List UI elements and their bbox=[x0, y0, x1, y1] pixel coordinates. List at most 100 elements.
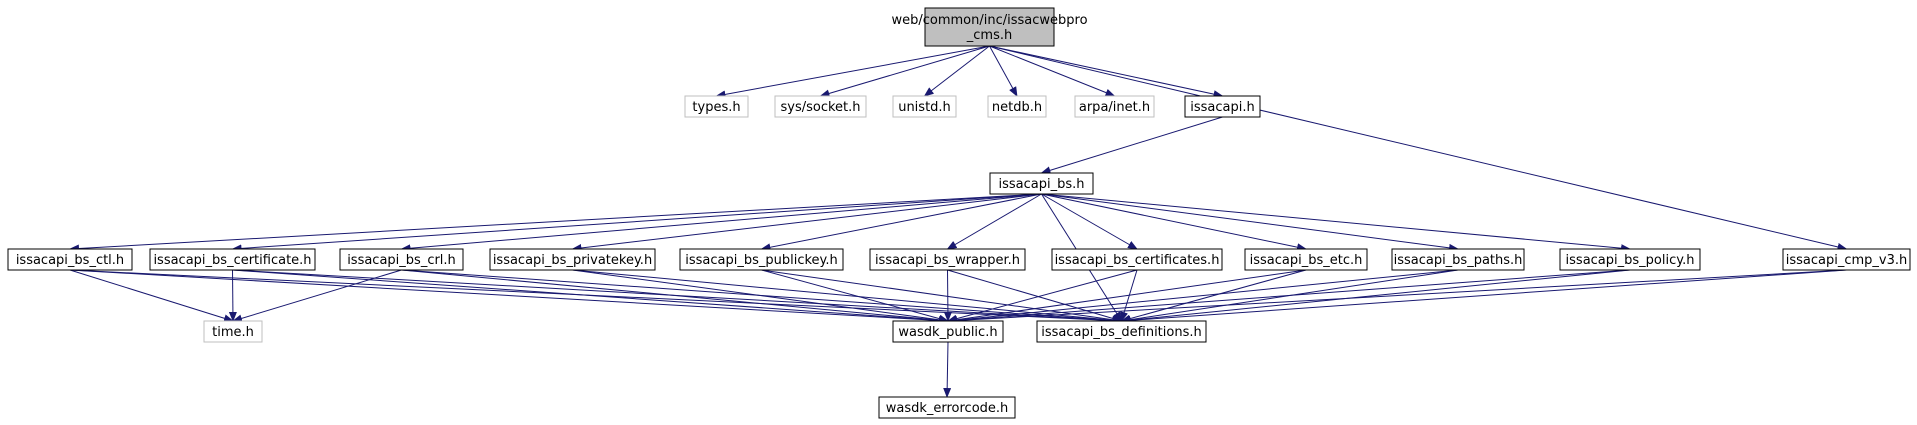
node-label-netdb: netdb.h bbox=[992, 100, 1042, 115]
edge-root-to-netdb bbox=[989, 45, 1018, 97]
node-label-wasdk: wasdk_public.h bbox=[898, 325, 997, 340]
node-label-certs: issacapi_bs_certificates.h bbox=[1055, 253, 1220, 268]
node-box-wasdk bbox=[892, 320, 1004, 343]
node-wrapper[interactable]: issacapi_bs_wrapper.h bbox=[869, 248, 1026, 271]
edge-etc-to-defs bbox=[1120, 269, 1307, 323]
edge-cert-to-time bbox=[228, 269, 237, 322]
node-inet: arpa/inet.h bbox=[1074, 95, 1155, 118]
edge-bs-to-etc bbox=[1041, 193, 1307, 252]
node-label-root-line-1: _cms.h bbox=[966, 28, 1012, 43]
node-box-paths bbox=[1391, 248, 1525, 271]
node-label-ctl: issacapi_bs_ctl.h bbox=[16, 253, 124, 268]
node-label-paths: issacapi_bs_paths.h bbox=[1394, 253, 1523, 268]
node-box-cert bbox=[149, 248, 316, 271]
node-box-ctl bbox=[7, 248, 133, 271]
node-certs[interactable]: issacapi_bs_certificates.h bbox=[1051, 248, 1223, 271]
node-issacapi[interactable]: issacapi.h bbox=[1184, 95, 1261, 118]
edge-crl-to-time bbox=[232, 269, 402, 323]
node-box-issacapi bbox=[1184, 95, 1261, 118]
node-bs[interactable]: issacapi_bs.h bbox=[989, 172, 1094, 195]
node-box-defs bbox=[1036, 320, 1207, 343]
node-box-crl bbox=[339, 248, 464, 271]
node-policy[interactable]: issacapi_bs_policy.h bbox=[1559, 248, 1701, 271]
node-privkey[interactable]: issacapi_bs_privatekey.h bbox=[489, 248, 656, 271]
node-netdb: netdb.h bbox=[987, 95, 1047, 118]
node-label-crl: issacapi_bs_crl.h bbox=[347, 253, 456, 268]
node-box-netdb bbox=[987, 95, 1047, 118]
edge-policy-to-defs bbox=[1120, 269, 1631, 325]
node-label-inet: arpa/inet.h bbox=[1079, 100, 1150, 115]
edge-bs-to-ctl bbox=[69, 193, 1042, 253]
node-label-pubkey: issacapi_bs_publickey.h bbox=[685, 253, 838, 268]
edge-pubkey-to-wasdk bbox=[761, 269, 949, 323]
node-box-unistd bbox=[892, 95, 957, 118]
node-label-wrapper: issacapi_bs_wrapper.h bbox=[875, 253, 1020, 268]
edge-bs-to-cert bbox=[231, 193, 1042, 253]
node-etc[interactable]: issacapi_bs_etc.h bbox=[1244, 248, 1368, 271]
node-box-cmp bbox=[1782, 248, 1911, 271]
edge-wasdk-to-err bbox=[943, 341, 952, 398]
edge-certs-to-wasdk bbox=[947, 269, 1138, 323]
node-box-certs bbox=[1051, 248, 1223, 271]
node-box-root bbox=[924, 7, 1055, 47]
node-box-socket bbox=[774, 95, 867, 118]
node-label-types: types.h bbox=[692, 100, 740, 115]
edge-root-to-socket bbox=[819, 45, 990, 98]
edge-root-to-unistd bbox=[923, 45, 990, 97]
edge-root-to-issacapi bbox=[989, 45, 1224, 99]
node-label-time: time.h bbox=[212, 325, 254, 340]
node-box-inet bbox=[1074, 95, 1155, 118]
node-label-unistd: unistd.h bbox=[898, 100, 951, 115]
node-box-wrapper bbox=[869, 248, 1026, 271]
node-cert[interactable]: issacapi_bs_certificate.h bbox=[149, 248, 316, 271]
edge-issacapi-to-bs bbox=[1040, 116, 1223, 175]
edge-root-to-types bbox=[715, 45, 990, 99]
node-label-policy: issacapi_bs_policy.h bbox=[1566, 253, 1695, 268]
edge-wrapper-to-wasdk bbox=[943, 269, 952, 322]
node-label-issacapi: issacapi.h bbox=[1190, 100, 1254, 115]
node-box-bs bbox=[989, 172, 1094, 195]
node-defs[interactable]: issacapi_bs_definitions.h bbox=[1036, 320, 1207, 343]
node-label-cert: issacapi_bs_certificate.h bbox=[153, 253, 311, 268]
edge-cert-to-wasdk bbox=[232, 269, 949, 325]
edge-root-to-inet bbox=[989, 45, 1116, 97]
node-cmp[interactable]: issacapi_cmp_v3.h bbox=[1782, 248, 1911, 271]
edge-bs-to-privkey bbox=[571, 193, 1042, 252]
node-wasdk[interactable]: wasdk_public.h bbox=[892, 320, 1004, 343]
edge-ctl-to-wasdk bbox=[69, 269, 949, 325]
node-label-root-line-0: web/common/inc/issacwebpro bbox=[891, 13, 1087, 28]
edge-ctl-to-time bbox=[69, 269, 234, 323]
edge-privkey-to-wasdk bbox=[572, 269, 949, 324]
edge-bs-to-wrapper bbox=[946, 193, 1042, 250]
node-types: types.h bbox=[684, 95, 749, 118]
edge-paths-to-wasdk bbox=[947, 269, 1459, 325]
node-root[interactable]: web/common/inc/issacwebpro_cms.h bbox=[891, 7, 1088, 47]
node-box-time bbox=[203, 320, 263, 343]
node-box-types bbox=[684, 95, 749, 118]
node-box-policy bbox=[1559, 248, 1701, 271]
edge-etc-to-wasdk bbox=[947, 269, 1307, 324]
edge-crl-to-wasdk bbox=[401, 269, 949, 325]
node-unistd: unistd.h bbox=[892, 95, 957, 118]
node-pubkey[interactable]: issacapi_bs_publickey.h bbox=[679, 248, 844, 271]
edge-bs-to-pubkey bbox=[760, 193, 1042, 252]
node-ctl[interactable]: issacapi_bs_ctl.h bbox=[7, 248, 133, 271]
node-box-err bbox=[878, 396, 1016, 419]
edge-bs-to-paths bbox=[1041, 193, 1459, 252]
edge-cmp-to-defs bbox=[1120, 269, 1847, 325]
node-box-pubkey bbox=[679, 248, 844, 271]
edge-bs-to-certs bbox=[1041, 193, 1138, 250]
node-crl[interactable]: issacapi_bs_crl.h bbox=[339, 248, 464, 271]
node-err[interactable]: wasdk_errorcode.h bbox=[878, 396, 1016, 419]
node-label-cmp: issacapi_cmp_v3.h bbox=[1786, 253, 1908, 268]
node-label-defs: issacapi_bs_definitions.h bbox=[1041, 325, 1201, 340]
node-paths[interactable]: issacapi_bs_paths.h bbox=[1391, 248, 1525, 271]
nodes-layer: web/common/inc/issacwebpro_cms.h types.h s… bbox=[7, 7, 1911, 419]
node-socket: sys/socket.h bbox=[774, 95, 867, 118]
node-time: time.h bbox=[203, 320, 263, 343]
node-label-err: wasdk_errorcode.h bbox=[886, 401, 1009, 416]
node-label-privkey: issacapi_bs_privatekey.h bbox=[493, 253, 652, 268]
edge-policy-to-wasdk bbox=[947, 269, 1631, 325]
node-label-socket: sys/socket.h bbox=[780, 100, 860, 115]
